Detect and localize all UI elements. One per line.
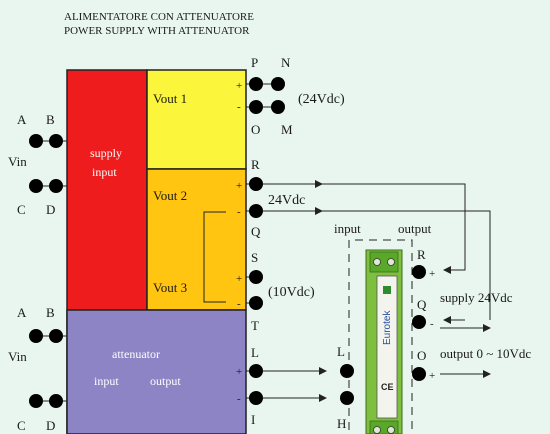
- label-b2: B: [46, 305, 55, 320]
- vout-bracket: [203, 211, 226, 303]
- module-label-r: R: [417, 247, 426, 262]
- label-i: I: [251, 412, 255, 427]
- terminal-r[interactable]: [249, 177, 263, 191]
- vout2-3-block: [146, 168, 247, 311]
- terminal-a1[interactable]: [29, 134, 43, 148]
- module-terminal-o[interactable]: [412, 367, 426, 381]
- title-line-2: POWER SUPPLY WITH ATTENUATOR: [64, 25, 250, 37]
- terminal-b1[interactable]: [49, 134, 63, 148]
- din-rail-module: Eurotek CE: [365, 249, 403, 434]
- wire-q-to-module: [322, 210, 491, 320]
- label-c1: C: [17, 202, 26, 217]
- terminal-q[interactable]: [249, 204, 263, 218]
- label-s: S: [251, 250, 258, 265]
- minus-om: -: [237, 101, 241, 113]
- module-terminal-q[interactable]: [412, 315, 426, 329]
- module-terminal-h[interactable]: [340, 391, 354, 405]
- terminal-o[interactable]: [249, 100, 263, 114]
- label-a2: A: [17, 305, 27, 320]
- v24-mid-label: 24Vdc: [268, 193, 305, 208]
- module-output-label: output: [398, 221, 432, 236]
- terminal-p[interactable]: [249, 77, 263, 91]
- brand-logo: Eurotek: [382, 310, 393, 345]
- terminal-b2[interactable]: [49, 329, 63, 343]
- ce-mark: CE: [381, 382, 394, 392]
- label-c2: C: [17, 418, 26, 433]
- supply-label-2: input: [92, 165, 117, 179]
- supply-label-1: supply: [90, 146, 122, 160]
- label-q: Q: [251, 224, 261, 239]
- module-label-o: O: [417, 348, 426, 363]
- v10-label: (10Vdc): [268, 285, 315, 300]
- vout1-label: Vout 1: [153, 91, 187, 106]
- att-output-label: output: [150, 374, 181, 388]
- terminal-n[interactable]: [271, 77, 285, 91]
- terminal-a2[interactable]: [29, 329, 43, 343]
- module-minus-q: -: [430, 318, 434, 330]
- label-l: L: [251, 345, 259, 360]
- module-outline: [348, 239, 413, 434]
- module-plus-r: +: [429, 268, 435, 280]
- terminal-l[interactable]: [249, 364, 263, 378]
- module-terminal-r[interactable]: [412, 265, 426, 279]
- terminal-d2[interactable]: [49, 394, 63, 408]
- terminal-t[interactable]: [249, 296, 263, 310]
- minus-q: -: [237, 206, 241, 218]
- wire-r-to-module: [322, 183, 466, 274]
- terminal-c1[interactable]: [29, 179, 43, 193]
- label-a1: A: [17, 112, 27, 127]
- title-line-1: ALIMENTATORE CON ATTENUATORE: [64, 11, 254, 23]
- terminal-i[interactable]: [249, 391, 263, 405]
- module-terminal-l[interactable]: [340, 364, 354, 378]
- module-label-h: H: [337, 416, 346, 431]
- plus-r: +: [236, 180, 242, 192]
- label-d2: D: [46, 418, 55, 433]
- att-input-label: input: [94, 374, 119, 388]
- label-m: M: [281, 122, 293, 137]
- plus-s: +: [236, 273, 242, 285]
- vin-top-label: Vin: [8, 154, 27, 169]
- attenuator-label: attenuator: [112, 347, 160, 361]
- label-r: R: [251, 157, 260, 172]
- minus-t: -: [237, 298, 241, 310]
- terminal-c2[interactable]: [29, 394, 43, 408]
- label-n: N: [281, 55, 291, 70]
- module-label-l: L: [337, 344, 345, 359]
- module-label-panel: [376, 275, 398, 419]
- vout1-block: [146, 69, 247, 170]
- vout2-label: Vout 2: [153, 188, 187, 203]
- label-b1: B: [46, 112, 55, 127]
- attenuator-block: [66, 309, 247, 434]
- module-plus-o: +: [429, 370, 435, 382]
- module-input-label: input: [334, 221, 361, 236]
- plus-l: +: [236, 366, 242, 378]
- terminal-s[interactable]: [249, 270, 263, 284]
- module-label-q: Q: [417, 297, 427, 312]
- label-o: O: [251, 122, 260, 137]
- label-p: P: [251, 55, 258, 70]
- label-d1: D: [46, 202, 55, 217]
- v24-top-label: (24Vdc): [298, 92, 345, 107]
- output-0-10-label: output 0 ~ 10Vdc: [440, 346, 531, 361]
- plus-pn: +: [236, 80, 242, 92]
- led-indicator: [383, 286, 391, 294]
- vout3-label: Vout 3: [153, 280, 187, 295]
- label-t: T: [251, 318, 259, 333]
- terminal-d1[interactable]: [49, 179, 63, 193]
- terminal-m[interactable]: [271, 100, 285, 114]
- minus-i: -: [237, 393, 241, 405]
- vin-bottom-label: Vin: [8, 349, 27, 364]
- supply-24-label: supply 24Vdc: [440, 290, 513, 305]
